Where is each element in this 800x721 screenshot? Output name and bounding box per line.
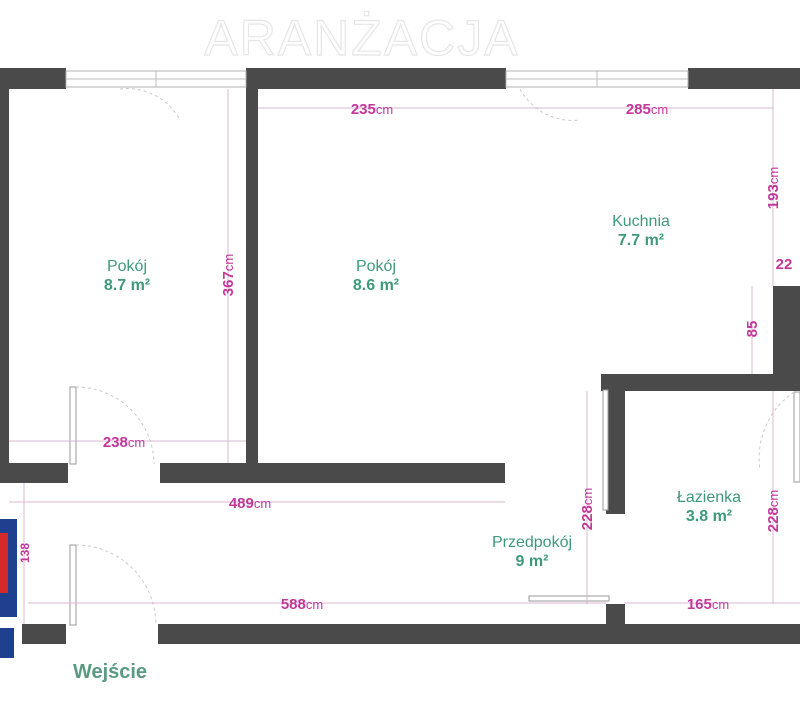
dimension-labels: 235cm 285cm 238cm 489cm 588cm 165cm 367c… [18, 101, 792, 613]
room-area-przedpokoj: 9 m² [516, 553, 549, 570]
dim-193: 193cm [765, 167, 782, 209]
dim-235: 235cm [351, 101, 393, 118]
room-name-przedpokoj: Przedpokój [492, 534, 572, 551]
walls [0, 68, 800, 644]
room-area-lazienka: 3.8 m² [686, 508, 732, 525]
dim-138: 138 [18, 543, 32, 563]
dim-228-hall: 228cm [579, 488, 596, 530]
dim-165: 165cm [687, 596, 729, 613]
dim-85: 85 [744, 321, 761, 338]
windows [65, 70, 689, 88]
room-area-kuchnia: 7.7 m² [618, 232, 664, 249]
dim-228-bath: 228cm [765, 490, 782, 532]
room-area-pokoj-left: 8.7 m² [104, 277, 150, 294]
doors [69, 88, 800, 626]
dim-588: 588cm [281, 596, 323, 613]
room-name-pokoj-left: Pokój [107, 258, 147, 275]
dim-489: 489cm [229, 495, 271, 512]
room-name-pokoj-center: Pokój [356, 258, 396, 275]
logo-fragment [0, 519, 17, 658]
room-area-pokoj-center: 8.6 m² [353, 277, 399, 294]
dim-367: 367cm [220, 254, 237, 296]
room-name-lazienka: Łazienka [677, 489, 741, 506]
dim-238: 238cm [103, 434, 145, 451]
dim-22: 22 [776, 256, 793, 273]
dimension-lines [9, 89, 800, 624]
room-name-kuchnia: Kuchnia [612, 213, 670, 230]
room-labels: Pokój 8.7 m² Pokój 8.6 m² Kuchnia 7.7 m²… [104, 213, 741, 570]
dim-285: 285cm [626, 101, 668, 118]
plan-title: ARANŻACJA [204, 10, 519, 66]
entrance-label: Wejście [73, 661, 147, 683]
